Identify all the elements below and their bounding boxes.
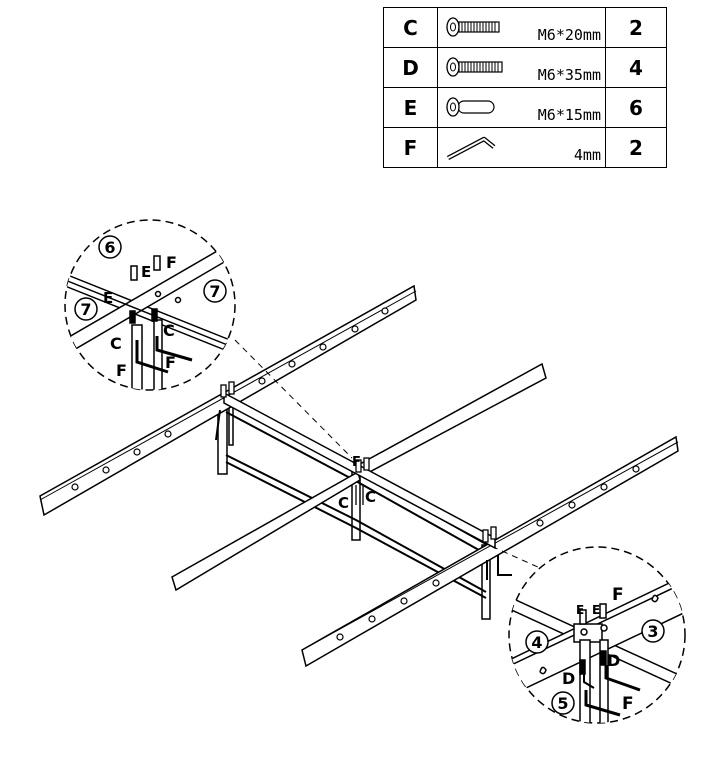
top-detail-label-e1: E [141, 263, 151, 281]
top-detail-label-6: 6 [104, 238, 115, 257]
top-detail-label-7-right: 7 [209, 282, 220, 301]
top-detail-label-e2: E [103, 289, 113, 307]
rail-holes [71, 307, 640, 641]
center-label-c1: C [338, 494, 349, 512]
parts-row-d: D M6*35mm 4 [383, 47, 667, 88]
top-detail-label-c2: C [163, 321, 175, 340]
parts-row-c: C M6*20mm 2 [383, 7, 667, 48]
part-description: 4mm [437, 127, 606, 168]
part-letter: C [383, 7, 438, 48]
top-detail-label-f3: F [165, 353, 176, 372]
bottom-detail-label-f2: F [622, 694, 634, 714]
part-quantity: 2 [605, 127, 667, 168]
center-hardware [215, 381, 512, 580]
parts-table: C M6*20mm 2 D [383, 7, 667, 168]
part-spec: M6*20mm [537, 26, 601, 44]
part-description: M6*35mm [437, 47, 606, 88]
part-letter: D [383, 47, 438, 88]
bottom-detail-label-5: 5 [557, 694, 568, 713]
center-label-c2: C [365, 488, 376, 506]
leader-lines [234, 339, 541, 569]
top-detail-label-f1: F [166, 253, 177, 272]
part-description: M6*15mm [437, 87, 606, 128]
top-detail-label-f2: F [116, 361, 127, 380]
top-detail-label-7-left: 7 [80, 300, 91, 319]
bolt-icon [446, 17, 500, 37]
center-rail-upper [359, 362, 547, 478]
barrel-nut-icon [446, 97, 495, 117]
bed-frame [39, 284, 679, 668]
frame-legs [217, 401, 491, 620]
bottom-detail-label-d2: D [562, 669, 575, 688]
top-detail-callout: 6 7 7 E E F C C F F [64, 219, 236, 391]
part-spec: M6*35mm [537, 66, 601, 84]
bottom-detail-label-4: 4 [531, 633, 542, 652]
allen-key-icon [446, 136, 496, 160]
bottom-detail-label-d1: D [607, 651, 620, 670]
bottom-detail-callout: E E F 4 3 D D 5 F [508, 546, 686, 724]
part-letter: F [383, 127, 438, 168]
bolt-icon [446, 57, 503, 77]
bottom-detail-label-e2: E [592, 603, 600, 617]
bottom-detail-label-3: 3 [647, 622, 658, 641]
bottom-detail-label-e1: E [576, 603, 584, 617]
part-description: M6*20mm [437, 7, 606, 48]
part-spec: M6*15mm [537, 106, 601, 124]
top-detail-label-c1: C [110, 334, 122, 353]
center-label-f: F [352, 455, 361, 470]
center-rail-lower [171, 470, 361, 592]
parts-row-f: F 4mm 2 [383, 127, 667, 168]
bottom-detail-label-f1: F [612, 585, 624, 605]
part-spec: 4mm [573, 146, 601, 164]
parts-row-e: E M6*15mm 6 [383, 87, 667, 128]
